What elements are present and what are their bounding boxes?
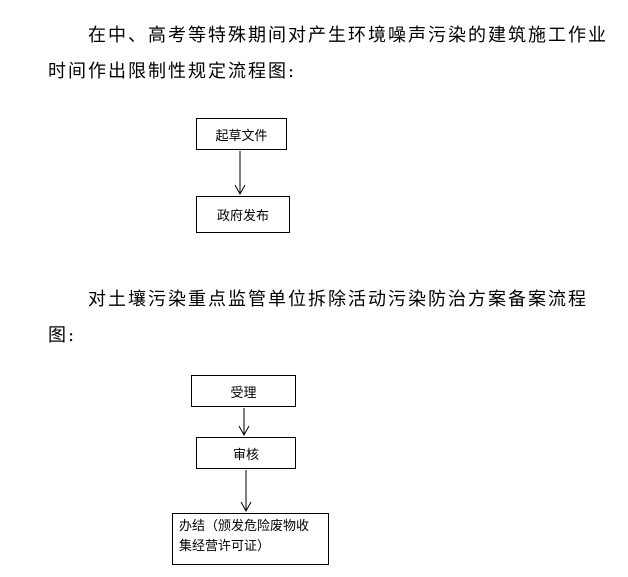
flow-step-draft-document: 起草文件 [196, 118, 287, 150]
flow-step-label-line1: 办结（颁发危险废物收 [179, 519, 310, 534]
flow-step-label-line2: 集经营许可证） [179, 539, 271, 554]
flow-step-review: 审核 [196, 437, 296, 469]
flow-step-label: 政府发布 [216, 209, 269, 224]
flow-step-label: 起草文件 [215, 128, 268, 144]
flow-step-accept: 受理 [191, 375, 296, 407]
paragraph-soil-pollution-flow: 对土壤污染重点监管单位拆除活动污染防治方案备案流程图: [48, 289, 588, 346]
arrow-review-to-complete [240, 470, 252, 513]
arrow-draft-to-publish [234, 151, 246, 196]
paragraph-construction-noise-flow: 在中、高考等特殊期间对产生环境噪声污染的建筑施工作业时间作出限制性规定流程图: [48, 25, 608, 82]
flow-step-government-publish: 政府发布 [196, 196, 290, 233]
flow-step-label: 审核 [232, 447, 259, 463]
arrow-accept-to-review [238, 408, 250, 437]
flow-step-label: 受理 [230, 385, 257, 401]
flow-step-complete: 办结（颁发危险废物收 集经营许可证） [172, 513, 329, 565]
